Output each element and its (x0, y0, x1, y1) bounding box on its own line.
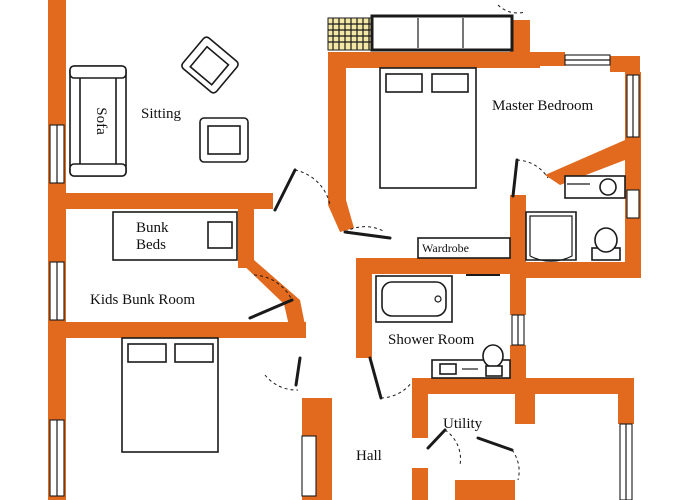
doors (248, 4, 549, 481)
shower-room-label: Shower Room (388, 332, 475, 348)
ensuite-toilet (591, 227, 621, 261)
sofa-label: Sofa (93, 107, 109, 135)
windows (49, 54, 640, 500)
double-bed (121, 337, 219, 453)
shower-room-toilet (482, 344, 504, 377)
ensuite-basin (564, 175, 626, 199)
sofa: Sofa (69, 65, 127, 177)
bunk-beds-label-line2: Beds (136, 237, 166, 253)
hall-label: Hall (356, 448, 382, 464)
ensuite-shower (525, 211, 577, 262)
wardrobe: Wardrobe (417, 237, 511, 276)
armchair-bottom (199, 117, 249, 163)
bath (375, 275, 453, 323)
master-bedroom-label: Master Bedroom (492, 98, 594, 114)
armchair-top (181, 36, 239, 94)
bunk-beds-label-line1: Bunk (136, 220, 169, 236)
wardrobe-label: Wardrobe (422, 241, 469, 255)
master-bed (379, 67, 477, 189)
utility-label: Utility (443, 416, 483, 432)
sitting-label: Sitting (141, 106, 182, 122)
kitchen-counter (327, 14, 514, 52)
kids-bunk-room-label: Kids Bunk Room (90, 292, 195, 308)
bunk-beds: Bunk Beds (112, 211, 238, 261)
